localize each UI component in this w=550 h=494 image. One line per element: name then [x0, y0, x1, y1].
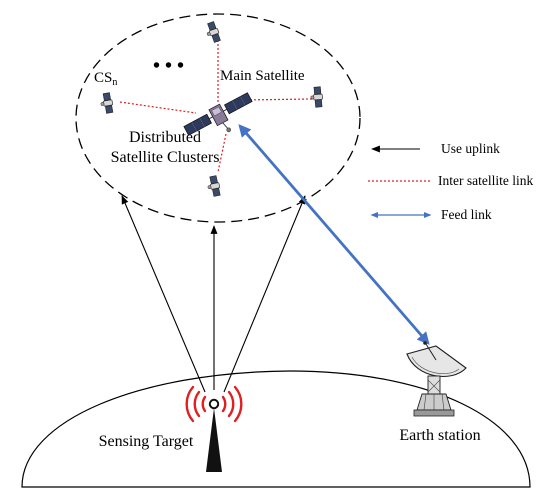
legend-inter-satellite-label: Inter satellite link — [438, 173, 533, 188]
cluster-label-line2: Satellite Clusters — [111, 149, 220, 166]
satellite-cluster-boundary — [75, 13, 361, 223]
cluster-satellite-top — [203, 20, 222, 45]
earth-station-label: Earth station — [399, 427, 480, 444]
sensing-target-label: Sensing Target — [99, 433, 194, 450]
feed-link-arrow — [238, 124, 430, 345]
legend-uplink-label: Use uplink — [441, 141, 500, 156]
legend: Use uplink Inter satellite link Feed lin… — [368, 141, 533, 222]
main-satellite — [183, 92, 253, 136]
legend-feed-label: Feed link — [441, 207, 492, 222]
cluster-label-line1: Distributed — [129, 129, 201, 146]
cluster-satellite-left — [98, 91, 115, 115]
cluster-satellite-right — [309, 86, 324, 108]
main-satellite-label: Main Satellite — [220, 68, 305, 84]
uplink-arrow-right — [223, 195, 306, 393]
sensing-target-tower — [185, 385, 243, 472]
cs-n-label: CSn — [94, 70, 117, 88]
earth-station-dish-icon — [406, 341, 467, 417]
earth-surface — [21, 370, 531, 488]
inter-satellite-links — [119, 40, 313, 173]
uplink-arrow-left — [121, 195, 206, 393]
signal-waves-icon — [185, 385, 243, 423]
cluster-satellite-bottom — [205, 174, 222, 198]
more-satellites-ellipsis: • • • — [153, 55, 184, 77]
